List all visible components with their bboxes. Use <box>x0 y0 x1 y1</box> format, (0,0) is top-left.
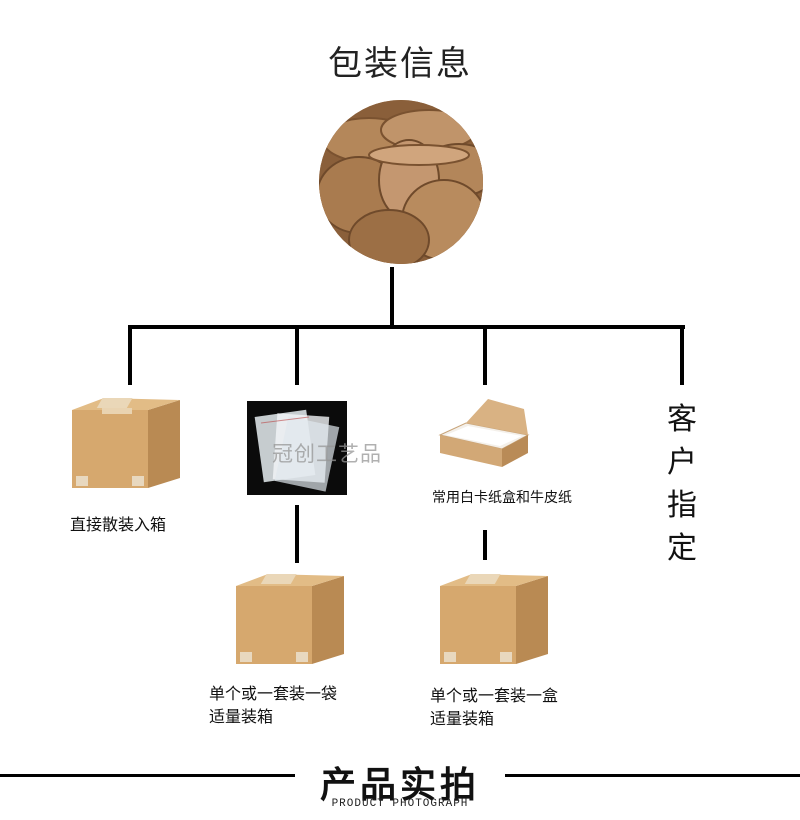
vertical-char: 客 <box>662 398 702 441</box>
branch-line-2 <box>295 325 299 385</box>
page-title: 包装信息 <box>0 36 800 85</box>
connector-line-giftbox <box>483 530 487 560</box>
connector-line-bag <box>295 505 299 563</box>
vertical-char: 定 <box>662 527 702 570</box>
cork-coasters-photo <box>319 100 483 264</box>
bag-packing-line2: 适量装箱 <box>209 705 337 728</box>
branch-line-3 <box>483 325 487 385</box>
box-packing-line1: 单个或一套装一盒 <box>430 684 558 707</box>
bag-packing-line1: 单个或一套装一袋 <box>209 682 337 705</box>
white-gift-box-icon <box>436 395 532 475</box>
trunk-line <box>390 267 394 327</box>
carton-box-icon <box>68 392 184 492</box>
box-packing-line2: 适量装箱 <box>430 707 558 730</box>
option-customer-specified: 客 户 指 定 <box>662 398 702 570</box>
option-giftbox-label: 常用白卡纸盒和牛皮纸 <box>432 487 572 507</box>
branch-horizontal-line <box>128 325 685 329</box>
vertical-char: 户 <box>662 441 702 484</box>
branch-line-4 <box>680 325 684 385</box>
box-packing-label: 单个或一套装一盒 适量装箱 <box>430 684 558 730</box>
carton-box-icon <box>232 568 348 668</box>
vertical-char: 指 <box>662 484 702 527</box>
branch-line-1 <box>128 325 132 385</box>
cork-coasters-illustration <box>319 100 483 264</box>
watermark-text: 冠创工艺品 <box>272 438 382 468</box>
bag-packing-label: 单个或一套装一袋 适量装箱 <box>209 682 337 728</box>
option-bulk-label: 直接散装入箱 <box>70 513 166 536</box>
footer-subtitle: PRODUCT PHOTOGRAPH <box>0 798 800 810</box>
carton-box-icon <box>436 568 552 668</box>
